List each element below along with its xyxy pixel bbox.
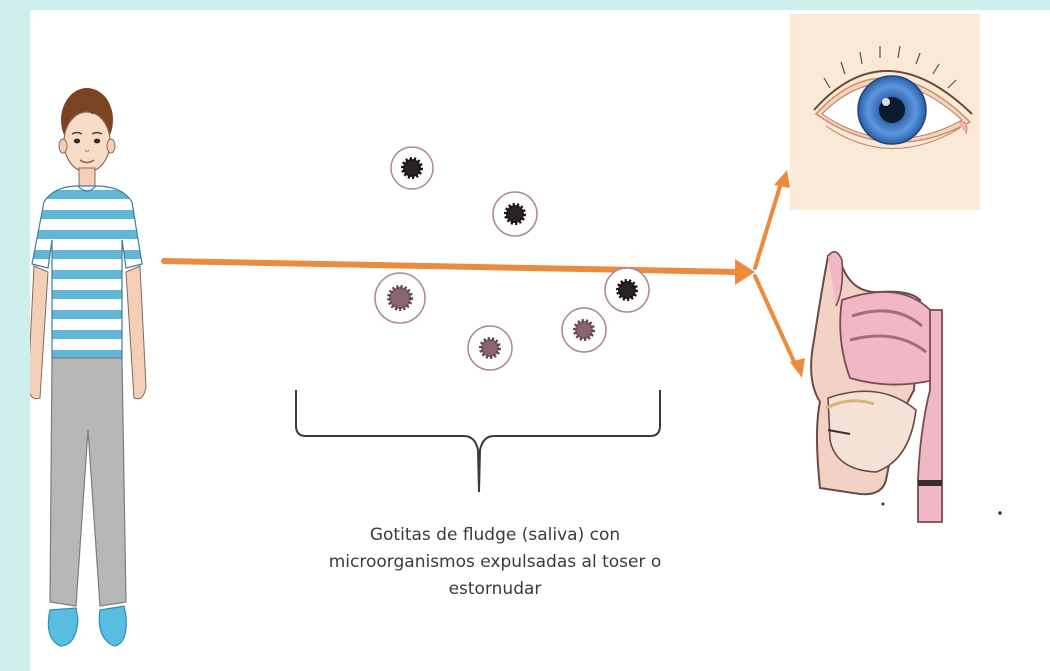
- eye-illustration: [790, 14, 980, 210]
- droplet-3: [375, 273, 425, 323]
- caption-line-2: microorganismos expulsadas al toser o: [295, 549, 695, 576]
- droplets-caption: Gotitas de fludge (saliva) con microorga…: [295, 522, 695, 603]
- nose-mouth-illustration: [811, 252, 942, 522]
- droplet-6: [562, 308, 606, 352]
- droplet-1: [391, 147, 433, 189]
- child-figure: [30, 88, 146, 646]
- branch-arrow-down: [755, 276, 805, 378]
- branch-arrow-up: [755, 170, 790, 268]
- caption-line-3: estornudar: [295, 576, 695, 603]
- diagram-panel: Gotitas de fludge (saliva) con microorga…: [30, 10, 1050, 671]
- dot-mark: [998, 511, 1002, 515]
- main-arrow: [164, 259, 755, 285]
- curly-brace: [296, 390, 660, 492]
- caption-line-1: Gotitas de fludge (saliva) con: [295, 522, 695, 549]
- dot-mark: [882, 503, 885, 506]
- droplet-5: [468, 326, 512, 370]
- droplet-4: [605, 268, 649, 312]
- droplet-2: [493, 192, 537, 236]
